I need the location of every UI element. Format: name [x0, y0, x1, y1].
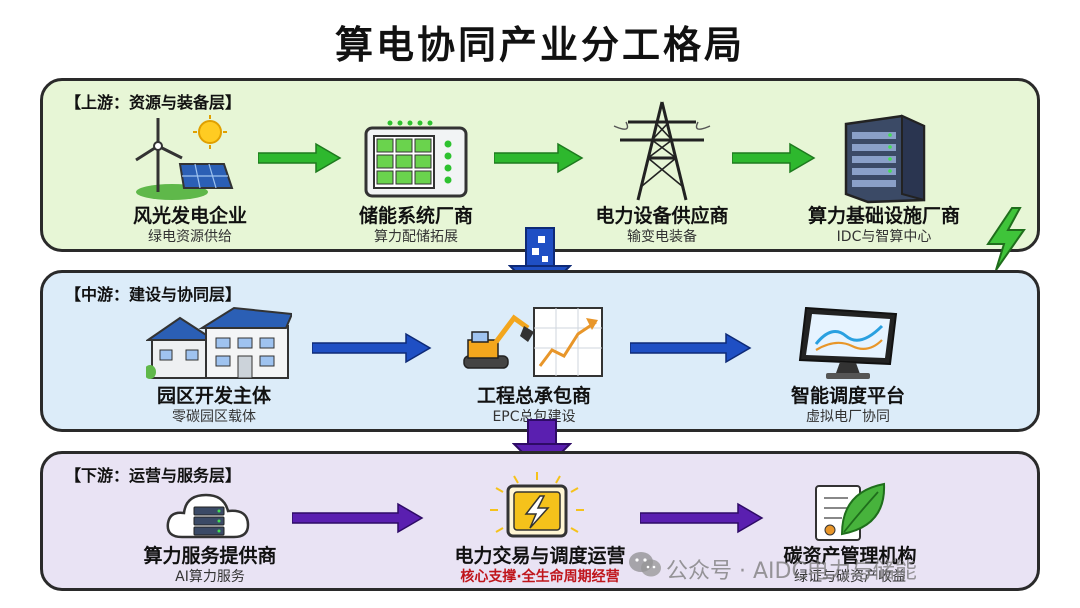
node-dispatch-platform: 智能调度平台 虚拟电厂协同: [738, 384, 958, 426]
node-sub: 虚拟电厂协同: [806, 409, 890, 425]
node-sub: 算力配储拓展: [374, 229, 458, 245]
node-park-developers: 园区开发主体 零碳园区载体: [104, 384, 324, 426]
node-sub: 绿证与碳资产收益: [794, 569, 906, 585]
page-title: 算电协同产业分工格局: [334, 23, 745, 67]
node-power-trading-operations: 电力交易与调度运营 核心支撑·全生命周期经营: [420, 544, 660, 586]
node-power-equipment: 电力设备供应商 输变电装备: [552, 204, 772, 246]
flow-arrow-icon: [312, 332, 432, 364]
node-wind-solar-companies: 风光发电企业 绿电资源供给: [80, 204, 300, 246]
node-name: 电力交易与调度运营: [454, 545, 626, 567]
node-sub: 绿电资源供给: [148, 229, 232, 245]
node-sub: AI算力服务: [175, 569, 245, 585]
node-name: 工程总承包商: [476, 385, 591, 407]
flow-arrow-icon: [258, 142, 342, 174]
node-carbon-asset-managers: 碳资产管理机构 绿证与碳资产收益: [740, 544, 960, 586]
wind-solar-icon: [135, 115, 234, 200]
node-name: 智能调度平台: [790, 385, 905, 407]
lightning-bolt-icon: [986, 207, 1026, 271]
node-compute-infrastructure: 算力基础设施厂商 IDC与智算中心: [774, 204, 994, 246]
node-name: 园区开发主体: [156, 385, 271, 407]
node-name: 碳资产管理机构: [783, 545, 917, 567]
excavator-chart-icon: [463, 307, 603, 377]
midstream-layer-title: 【中游：建设与协同层】: [65, 285, 242, 304]
transmission-tower-icon: [613, 101, 711, 201]
server-rack-icon: [844, 114, 926, 204]
flow-arrow-icon: [494, 142, 584, 174]
solar-buildings-icon: [146, 306, 292, 379]
node-storage-vendors: 储能系统厂商 算力配储拓展: [306, 204, 526, 246]
leaf-certificate-icon: [815, 482, 886, 541]
downstream-layer-title: 【下游：运营与服务层】: [65, 466, 242, 485]
energy-core-icon: [490, 472, 584, 538]
flow-arrow-icon: [292, 502, 424, 534]
monitor-icon: [798, 306, 898, 379]
node-compute-service-providers: 算力服务提供商 AI算力服务: [100, 544, 320, 586]
node-name: 储能系统厂商: [358, 205, 473, 227]
node-name: 风光发电企业: [132, 205, 247, 227]
battery-cabinet-icon: [364, 120, 468, 198]
flow-arrow-icon: [630, 332, 752, 364]
wechat-logo-icon: [629, 552, 661, 577]
node-sub: 零碳园区载体: [172, 409, 256, 425]
node-name: 算力服务提供商: [143, 545, 277, 567]
node-name: 算力基础设施厂商: [807, 205, 960, 227]
node-sub: 输变电装备: [627, 229, 697, 245]
flow-arrow-icon: [640, 502, 764, 534]
node-sub: IDC与智算中心: [836, 229, 932, 245]
flow-arrow-icon: [732, 142, 816, 174]
watermark-text: 公众号 · AIDC电力与储能: [666, 559, 917, 584]
cloud-server-icon: [166, 493, 250, 539]
node-name: 电力设备供应商: [595, 205, 729, 227]
upstream-layer-title: 【上游：资源与装备层】: [65, 93, 242, 112]
node-sub: 核心支撑·全生命周期经营: [460, 569, 620, 585]
